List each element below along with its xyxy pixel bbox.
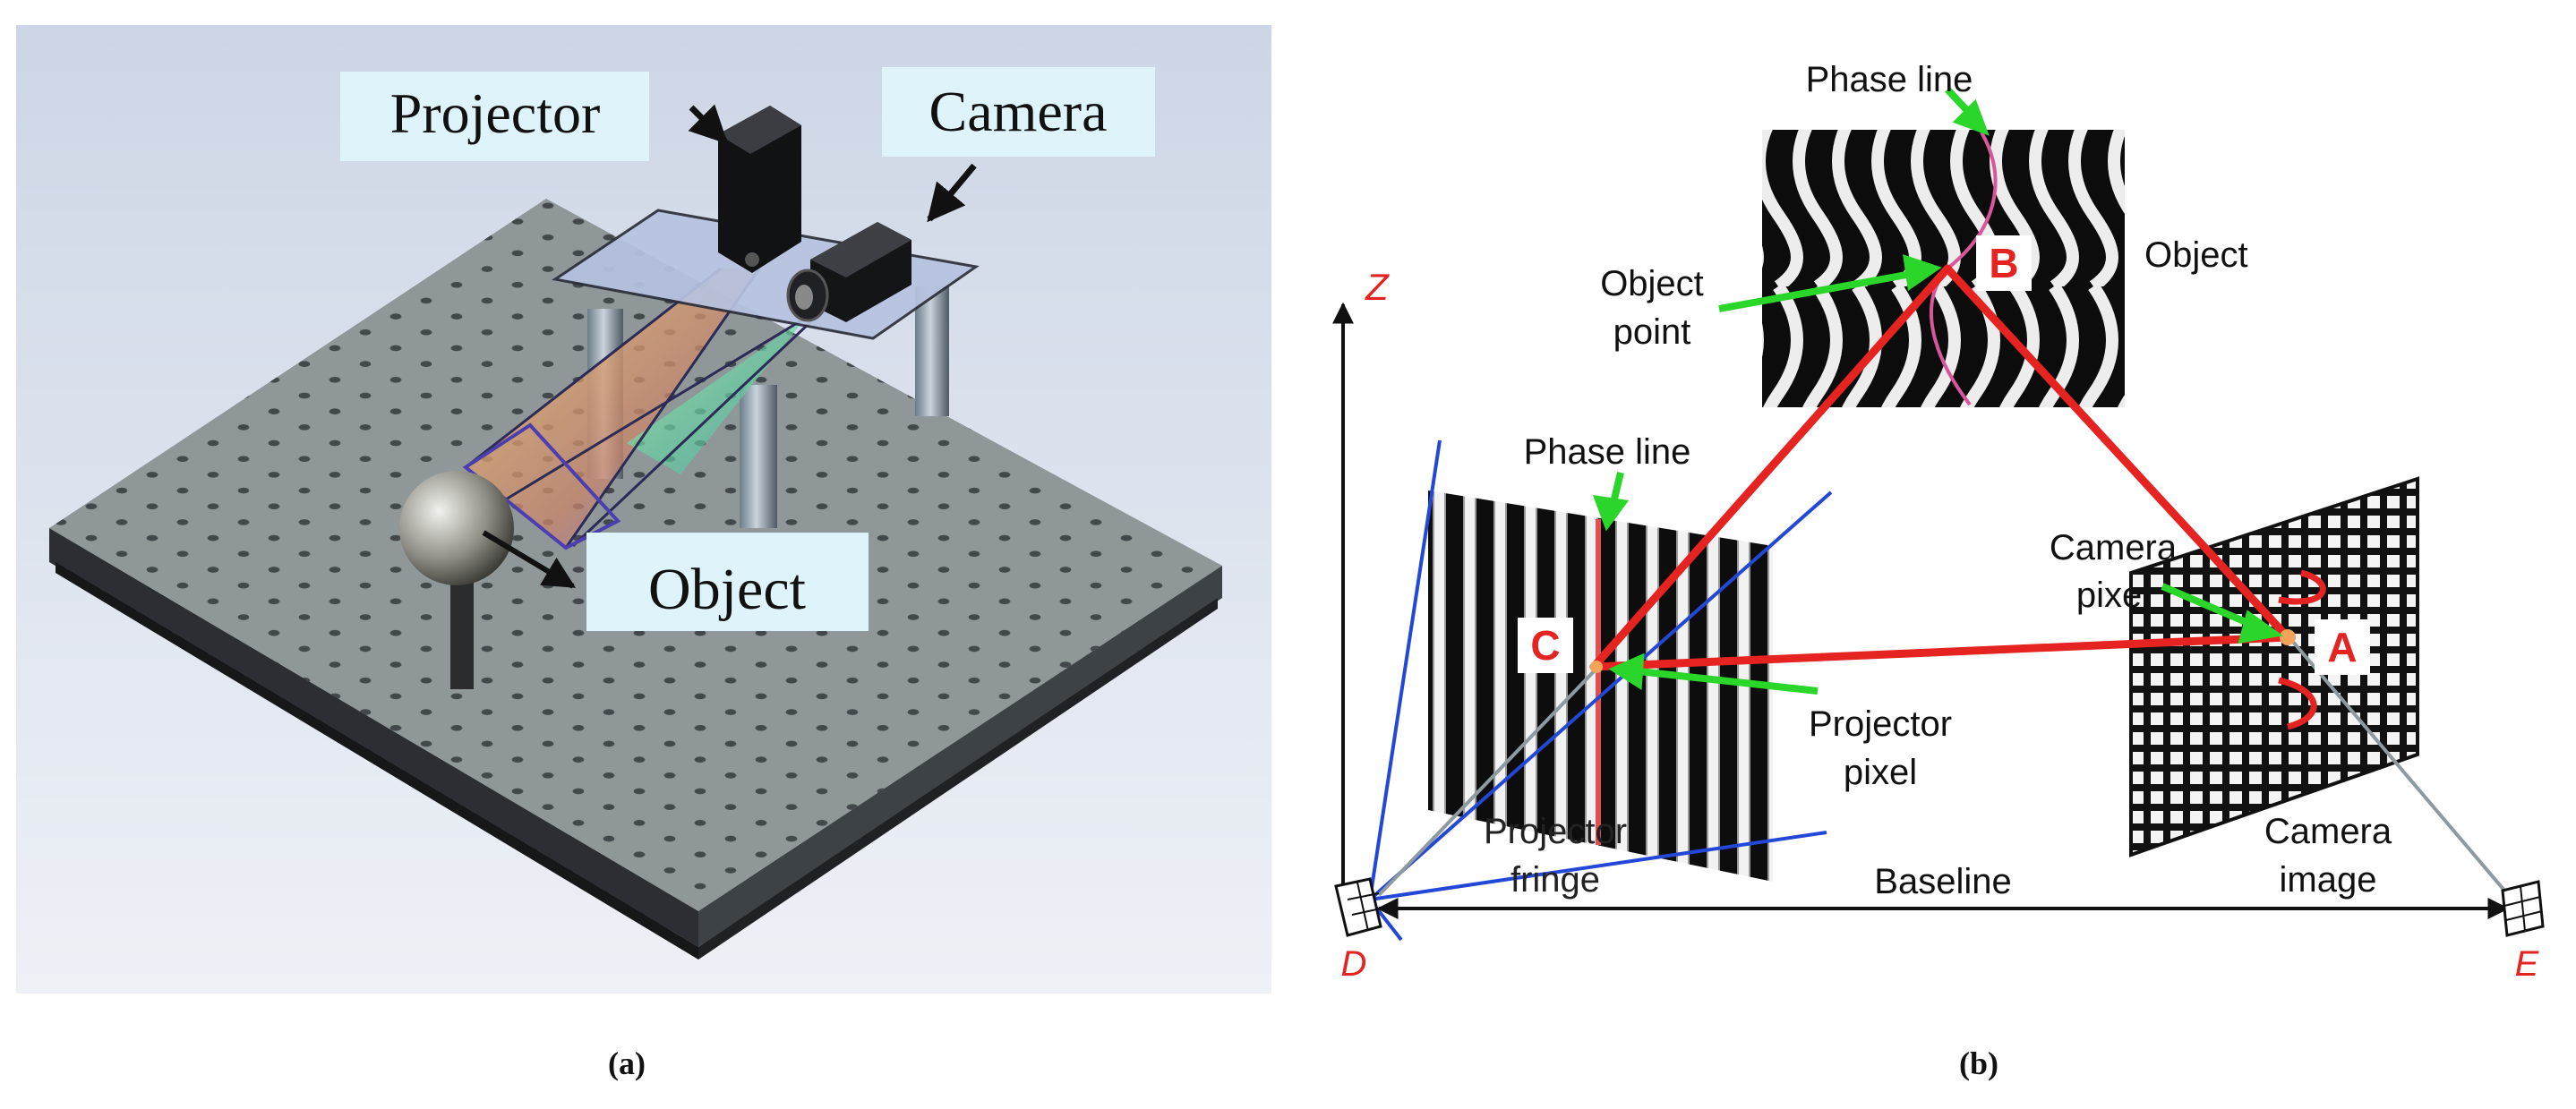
camera-arrow <box>927 163 977 223</box>
projector-fringe-label-1: Projector <box>1484 812 1627 851</box>
camera-label-box <box>882 67 1155 157</box>
camera-pixel-dot <box>2280 629 2296 645</box>
camera-beam <box>627 318 806 474</box>
projector-device <box>718 106 801 273</box>
projector-pixel-dot <box>1590 661 1603 673</box>
point-e-label: E <box>2515 944 2540 984</box>
camera-pixel-label-2: pixel <box>2076 576 2150 615</box>
camera-device <box>786 222 911 322</box>
object-label-box <box>586 533 869 631</box>
camera-image-label-2: image <box>2280 860 2377 900</box>
camera-image-label-1: Camera <box>2264 812 2392 851</box>
camera-pixel-label-1: Camera <box>2050 528 2178 567</box>
panel-a: Projector Camera Object (a) <box>16 25 1271 1081</box>
projector-chief-ray <box>1377 665 1600 897</box>
baseline-label: Baseline <box>1874 862 2011 901</box>
point-d-label: D <box>1341 944 1367 984</box>
platform-leg <box>915 286 949 416</box>
annotation-arrows <box>1592 87 2284 695</box>
projector-label: Projector <box>390 81 601 145</box>
object-fringe-label: Object <box>2144 235 2248 275</box>
projector-pixel-label-1: Projector <box>1809 704 1952 744</box>
point-a-box <box>2315 619 2370 675</box>
projection-plane <box>462 422 621 550</box>
point-c-box <box>1518 618 1573 673</box>
phase-line-left-label: Phase line <box>1524 432 1691 472</box>
object-point-label-2: point <box>1613 312 1691 352</box>
point-c-label: C <box>1530 622 1560 669</box>
point-b-label: B <box>1989 240 2018 286</box>
projector-pixel-label-2: pixel <box>1844 753 1917 792</box>
camera-image-plane <box>2129 476 2419 857</box>
panel-a-caption: (a) <box>608 1045 646 1081</box>
camera-label: Camera <box>929 80 1108 143</box>
camera-sensor-e <box>2501 880 2545 937</box>
platform-leg <box>740 385 777 528</box>
triangulation-triangle <box>1589 264 2292 671</box>
projector-label-box <box>340 72 649 161</box>
axis-z-label: Z <box>1365 266 1390 308</box>
object-label: Object <box>648 557 806 622</box>
panel-b-caption: (b) <box>1959 1045 1998 1081</box>
projector-fringe-label-2: fringe <box>1511 860 1600 900</box>
camera-chief-ray <box>2286 634 2518 906</box>
panel-b: Z Baseline <box>1332 60 2545 1081</box>
object-arrow <box>482 530 577 589</box>
object-point-label-1: Object <box>1600 264 1704 303</box>
point-b-box <box>1976 235 2032 291</box>
camera-pixel-arc <box>2278 569 2326 730</box>
projector-arrow <box>688 104 728 144</box>
object-sphere <box>399 471 514 689</box>
phase-line-top-label: Phase line <box>1806 60 1973 99</box>
point-a-label: A <box>2327 624 2357 670</box>
projector-sensor-d <box>1334 877 1382 937</box>
